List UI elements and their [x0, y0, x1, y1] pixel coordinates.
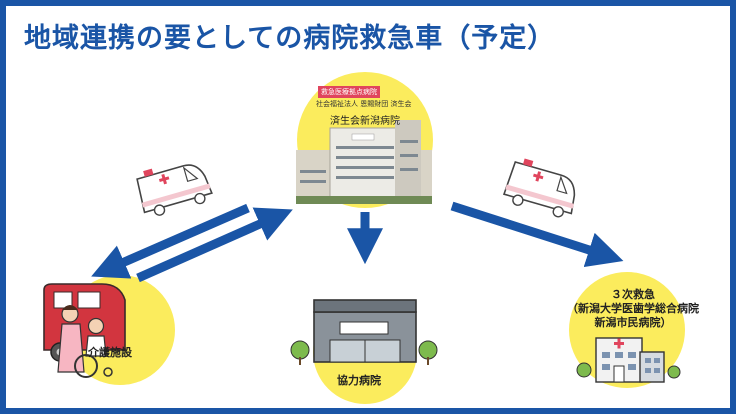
clinic-building-icon — [290, 299, 438, 365]
tertiary-line: ３次救急 — [611, 288, 655, 301]
arrow-hospital-to-care — [91, 203, 250, 279]
cooperating-hospital-label: 協力病院 — [337, 374, 381, 387]
ambulance-icon-right — [502, 158, 576, 218]
tertiary-hospital-icon — [576, 337, 681, 383]
arrow-hospital-to-tertiary — [450, 201, 624, 268]
tertiary-emergency-label: ３次救急 （新潟大学医歯学総合病院 新潟市民病院） — [558, 288, 708, 330]
hospital-corporation: 社会福祉法人 恩賜財団 済生会 — [316, 100, 412, 108]
tertiary-line: （新潟大学医歯学総合病院 — [567, 302, 699, 315]
arrow-care-to-hospital — [136, 207, 293, 283]
hospital-building-icon — [296, 120, 432, 204]
care-facility-label: 介護施設 — [88, 346, 132, 359]
wheelchair-user-icon — [74, 317, 113, 378]
hospital-name: 済生会新潟病院 — [330, 116, 400, 127]
page-title: 地域連携の要としての病院救急車（予定） — [24, 23, 556, 54]
tertiary-line: 新潟市民病院） — [594, 316, 672, 329]
ambulance-icon-left — [136, 164, 213, 216]
hospital-tag: 救急医療拠点病院 — [318, 86, 380, 98]
